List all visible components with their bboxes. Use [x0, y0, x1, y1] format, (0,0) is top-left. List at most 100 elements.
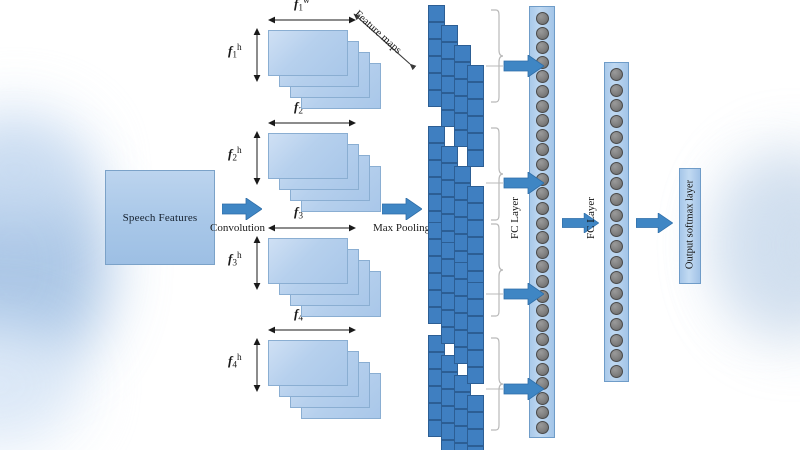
- fc-layer-1-neuron-1: [535, 12, 549, 25]
- width-dimension-arrow-3: [268, 224, 356, 232]
- pool-to-fc-arrow-4: [486, 377, 545, 405]
- fc-layer-2-neuron-6: [610, 146, 623, 160]
- fc-layer-1-neuron-2: [535, 26, 549, 40]
- pooled-cell-1-4-5: [467, 133, 484, 150]
- feature-map-4-1: [268, 340, 348, 386]
- pooled-cell-4-4-3: [467, 429, 484, 446]
- pooled-cell-3-4-3: [467, 316, 484, 333]
- grouping-brace-2: [491, 127, 504, 221]
- height-dimension-arrow-4: [253, 338, 261, 392]
- fc-layer-1-neuron-19: [535, 274, 549, 288]
- feature-map-2-1: [268, 133, 348, 179]
- feature-width-label-1: f1w: [294, 0, 310, 14]
- pooled-cell-3-4-2: [467, 299, 484, 316]
- fc-layer-1-neuron-6: [535, 85, 549, 99]
- width-dimension-arrow-1: [268, 16, 356, 24]
- fc-layer-1-neuron-24: [535, 347, 549, 361]
- fc-layer-1-neuron-10: [535, 143, 549, 157]
- height-dimension-arrow-1: [253, 28, 261, 82]
- pooled-cell-3-4-1: [467, 282, 484, 299]
- fc-layer-1-neuron-23: [535, 333, 549, 347]
- pooled-cell-1-4-6: [467, 150, 484, 167]
- pooled-cell-1-4-4: [467, 116, 484, 133]
- fc-layer-2-neuron-7: [610, 161, 623, 175]
- width-dimension-arrow-4: [268, 326, 356, 334]
- max-pooling-label: Max Pooling: [373, 222, 431, 234]
- grouping-brace-1: [491, 9, 504, 103]
- fc-layer-1-neuron-22: [535, 318, 549, 332]
- output-softmax-layer[interactable]: [679, 168, 701, 284]
- pooled-cell-2-1-1: [428, 126, 445, 143]
- pooled-cell-2-4-3: [467, 220, 484, 237]
- fc-layer-1-neuron-5: [535, 70, 549, 84]
- pooled-cell-4-4-2: [467, 412, 484, 429]
- grouping-brace-3: [491, 223, 504, 317]
- pooled-cell-2-4-2: [467, 203, 484, 220]
- fc-layer-2-neuron-15: [610, 286, 623, 300]
- fc-layer-1-neuron-16: [535, 231, 549, 245]
- fc-layer-1-neuron-7: [535, 99, 549, 113]
- fc-layer-2-label: FC Layer: [585, 197, 597, 239]
- pooled-cell-4-4-4: [467, 446, 484, 450]
- fc-layer-1-neuron-21: [535, 304, 549, 318]
- fc-layer-2-neuron-19: [610, 349, 623, 363]
- fc-layer-1-neuron-17: [535, 245, 549, 259]
- pooled-cell-1-3-1: [454, 45, 471, 62]
- fc1-to-fc2-arrow: [561, 212, 600, 238]
- fc-layer-1-neuron-14: [535, 201, 549, 215]
- fc-layer-2-neuron-16: [610, 302, 623, 316]
- fc-layer-2-neuron-3: [610, 99, 623, 113]
- pool-to-fc-arrow-1: [486, 54, 545, 82]
- fc-layer-2-neuron-18: [610, 333, 623, 347]
- feature-map-1-1: [268, 30, 348, 76]
- fc-layer-2-neuron-17: [610, 318, 623, 332]
- pooled-cell-3-4-4: [467, 333, 484, 350]
- feature-maps-arrow: [353, 13, 417, 70]
- fc-layer-2-neuron-12: [610, 239, 623, 253]
- fc-layer-2-neuron-13: [610, 255, 623, 269]
- fc-layer-2[interactable]: [604, 62, 629, 382]
- pooled-cell-2-4-5: [467, 254, 484, 271]
- fc-layer-2-neuron-11: [610, 224, 623, 238]
- speech-features-box: Speech Features: [105, 170, 215, 265]
- pooled-cell-1-4-3: [467, 99, 484, 116]
- fc-layer-1-neuron-28: [535, 406, 549, 420]
- pooled-cell-3-4-5: [467, 350, 484, 367]
- pooled-cell-2-4-4: [467, 237, 484, 254]
- fc-layer-2-neuron-10: [610, 208, 623, 222]
- output-softmax-label: Output softmax layer: [684, 179, 696, 270]
- fc-layer-1-neuron-27: [535, 391, 549, 405]
- pool-to-fc-arrow-3: [486, 282, 545, 310]
- convolution-arrow: [221, 197, 263, 225]
- convolution-label: Convolution: [210, 222, 266, 234]
- grouping-brace-4: [491, 337, 504, 431]
- fc-layer-1-neuron-11: [535, 158, 549, 172]
- left-edge-blur: [0, 0, 120, 450]
- pooled-cell-2-3-1: [454, 166, 471, 183]
- speech-features-label: Speech Features: [122, 211, 198, 224]
- fc-layer-1-neuron-18: [535, 260, 549, 274]
- feature-map-3-1: [268, 238, 348, 284]
- feature-height-label-1: f1h: [228, 43, 242, 61]
- fc-layer-1-neuron-8: [535, 114, 549, 128]
- fc-layer-2-neuron-9: [610, 193, 623, 207]
- fc-layer-1-neuron-3: [535, 41, 549, 55]
- fc-layer-2-neuron-1: [610, 68, 623, 81]
- pooled-cell-3-4-6: [467, 367, 484, 384]
- pooled-cell-2-4-1: [467, 186, 484, 203]
- width-dimension-arrow-2: [268, 119, 356, 127]
- max-pooling-arrow: [381, 197, 423, 225]
- height-dimension-arrow-2: [253, 131, 261, 185]
- fc-layer-2-neuron-20: [610, 365, 623, 378]
- pooled-cell-1-4-2: [467, 82, 484, 99]
- fc-layer-1[interactable]: [529, 6, 555, 438]
- fc-layer-1-neuron-9: [535, 128, 549, 142]
- fc-layer-1-neuron-13: [535, 187, 549, 201]
- fc-layer-1-neuron-29: [535, 421, 549, 434]
- height-dimension-arrow-3: [253, 236, 261, 290]
- fc-layer-2-neuron-4: [610, 114, 623, 128]
- pooled-cell-1-1-1: [428, 5, 445, 22]
- fc-layer-2-neuron-5: [610, 130, 623, 144]
- feature-height-label-2: f2h: [228, 146, 242, 164]
